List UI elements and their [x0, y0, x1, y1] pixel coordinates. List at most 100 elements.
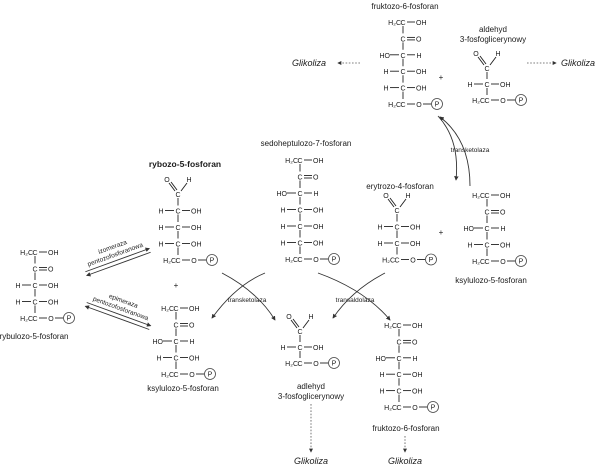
ch2-group: H₂C	[388, 20, 401, 27]
phosphate-icon	[204, 368, 216, 380]
enzyme-transketolaza-mid: transketolaza	[228, 297, 267, 304]
reaction-arrow-tk-left	[211, 272, 266, 319]
ch2-group: H₂C	[472, 98, 485, 105]
phosphate-label: P	[429, 257, 434, 264]
hydroxyl: OH	[410, 241, 421, 248]
hydroxyl: OH	[48, 250, 59, 257]
oxygen: O	[48, 267, 54, 274]
phosphate-label: P	[332, 361, 337, 368]
label-sedoheptulose-7-phosphate: sedoheptulozo-7-fosforan	[261, 139, 352, 148]
carbon: C	[484, 98, 489, 105]
hydroxyl: HO	[153, 339, 164, 346]
phosphate-icon	[206, 254, 218, 266]
hydroxyl: OH	[48, 300, 59, 307]
hydroxyl: OH	[313, 241, 324, 248]
plus-right: +	[439, 228, 444, 237]
bond	[399, 198, 407, 208]
label-ribulose-5-phosphate: rybulozo-5-fosforan	[0, 332, 68, 341]
ch2-group: H₂C	[163, 258, 176, 265]
oxygen: O	[383, 193, 389, 200]
carbon: C	[484, 82, 489, 89]
hydrogen: H	[383, 69, 388, 76]
carbon: C	[297, 345, 302, 352]
ch2-group: H₂C	[384, 405, 397, 412]
hydrogen: H	[416, 53, 421, 60]
phosphate-label: P	[208, 372, 213, 379]
hydrogen: H	[377, 241, 382, 248]
oxygen: O	[416, 36, 422, 43]
hydroxyl: OH	[416, 69, 427, 76]
phosphate-icon	[63, 312, 75, 324]
oxygen: O	[500, 259, 506, 266]
oxygen: O	[313, 175, 319, 182]
hydrogen: H	[158, 209, 163, 216]
phosphate-label: P	[519, 259, 524, 266]
phosphate-label: P	[332, 257, 337, 264]
carbon: C	[32, 316, 37, 323]
label-fructose-6-phosphate-top: fruktozo-6-fosforan	[371, 2, 438, 11]
oxygen: O	[500, 98, 506, 105]
phosphate-label: P	[519, 98, 524, 105]
carbon: C	[400, 20, 405, 27]
hydroxyl: OH	[410, 225, 421, 232]
hydrogen: H	[308, 314, 313, 321]
oxygen: O	[313, 361, 319, 368]
carbon: C	[396, 339, 401, 346]
oxygen: O	[500, 210, 506, 217]
phosphate-label: P	[435, 102, 440, 109]
hydroxyl: OH	[313, 208, 324, 215]
hydrogen: H	[500, 226, 505, 233]
carbon: C	[396, 323, 401, 330]
glikoliza-bottom2-label: Glikoliza	[388, 456, 422, 466]
hydroxyl: OH	[313, 158, 324, 165]
hydroxyl: HO	[380, 53, 391, 60]
plus-left: +	[174, 281, 179, 290]
hydrogen: H	[383, 86, 388, 93]
carbon: C	[297, 191, 302, 198]
hydroxyl: OH	[412, 389, 423, 396]
hydroxyl: OH	[189, 306, 200, 313]
hydrogen: H	[377, 225, 382, 232]
carbon: C	[400, 102, 405, 109]
ch2-group: H₂C	[285, 158, 298, 165]
hydroxyl: OH	[313, 224, 324, 231]
reaction-arrow-ta-right	[317, 272, 391, 321]
hydroxyl: OH	[191, 225, 202, 232]
carbon: C	[394, 208, 399, 215]
phosphate-label: P	[67, 316, 72, 323]
oxygen: O	[412, 339, 418, 346]
ch2-group: H₂C	[161, 306, 174, 313]
hydrogen: H	[186, 177, 191, 184]
hydroxyl: OH	[191, 209, 202, 216]
carbon: C	[32, 283, 37, 290]
hydroxyl: OH	[500, 193, 511, 200]
carbon: C	[396, 356, 401, 363]
carbon: C	[297, 361, 302, 368]
bond	[302, 319, 310, 329]
hydrogen: H	[280, 208, 285, 215]
enzyme-transaldolaza: transaldolaza	[336, 297, 375, 304]
oxygen: O	[286, 314, 292, 321]
oxygen: O	[410, 258, 416, 265]
oxygen: O	[191, 258, 197, 265]
ch2-group: H₂C	[161, 372, 174, 379]
carbon: C	[396, 405, 401, 412]
double-bond	[479, 55, 487, 65]
carbon: C	[297, 329, 302, 336]
carbon: C	[394, 241, 399, 248]
hydrogen: H	[495, 51, 500, 58]
phosphate-label: P	[431, 405, 436, 412]
hydroxyl: HO	[376, 356, 387, 363]
isomerase-equilibrium: izomeraza pentozofosforanowa	[85, 239, 151, 277]
hydroxyl: OH	[191, 242, 202, 249]
oxygen: O	[416, 102, 422, 109]
carbon: C	[484, 243, 489, 250]
carbon: C	[484, 193, 489, 200]
glikoliza-left-label: Glikoliza	[292, 58, 326, 68]
